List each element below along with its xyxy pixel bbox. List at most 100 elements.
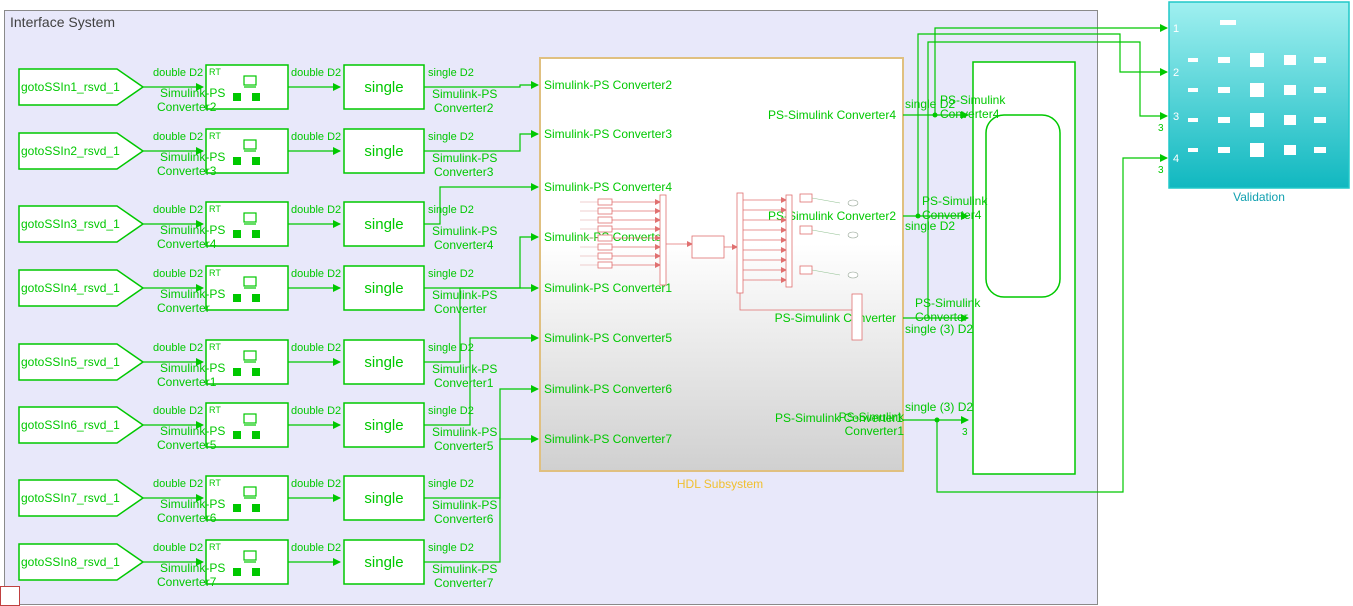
signal-name-label: PS-Simulink [940,93,1006,107]
signal-type-label: single D2 [428,405,474,417]
signal-name-label: Converter [915,310,968,324]
converter-label: Converter6 [157,511,217,525]
signal-line[interactable] [927,41,1168,318]
validation-port-label: 2 [1173,67,1179,79]
spc-label: Simulink-PS [432,151,497,165]
converter-label: Simulink-PS [160,561,225,575]
spc-label: Simulink-PS [432,498,497,512]
signal-line[interactable] [424,334,539,426]
port-icon [233,368,241,376]
converter-label: Converter3 [157,164,217,178]
converter-label: Simulink-PS [160,287,225,301]
signal-line[interactable] [424,435,539,563]
goto-block[interactable] [18,543,145,581]
hdl-out-port-label: PS-Simulink Converter [775,311,896,325]
signal-type-label: double D2 [291,268,341,280]
single-label: single [364,216,403,233]
rate-transition-icon [243,75,257,86]
signal-type-label: double D2 [291,405,341,417]
signal-type-label: double D2 [153,478,203,490]
signal-dim-label: 3 [1158,123,1164,134]
signal-type-label: single D2 [905,97,955,111]
signal-type-label: double D2 [291,204,341,216]
single-block[interactable] [343,539,425,585]
signal-line[interactable] [917,33,1168,216]
goto-block[interactable] [18,479,145,517]
port-icon [252,568,260,576]
validation-port-label: 4 [1173,153,1179,165]
signal-type-label: double D2 [153,542,203,554]
signal-type-label: double D2 [153,268,203,280]
validation-label: Validation [1233,190,1285,204]
single-label: single [364,417,403,434]
converter-label: Converter5 [157,438,217,452]
spc-label: Converter2 [434,101,494,115]
hdl-in-port-label: Simulink-PS Converter4 [544,180,672,194]
validation-port-label: 1 [1173,23,1179,35]
port-icon [233,504,241,512]
goto-block[interactable] [18,132,145,170]
rt-label: RT [209,542,221,552]
single-block[interactable] [343,64,425,110]
signal-name-label: PS-Simulink [922,194,988,208]
single-label: single [364,143,403,160]
single-block[interactable] [343,128,425,174]
signal-name-label: PS-Simulink [915,296,981,310]
converter-block[interactable] [205,64,289,110]
signal-type-label: single D2 [428,204,474,216]
goto-block[interactable] [18,406,145,444]
hdl-in-port-label: Simulink-PS Converter5 [544,331,672,345]
signal-line[interactable] [424,183,539,225]
signal-line[interactable] [424,284,539,363]
signal-type-label: single D2 [428,268,474,280]
signal-type-label: double D2 [153,342,203,354]
port-icon [233,568,241,576]
goto-block[interactable] [18,269,145,307]
single-label: single [364,354,403,371]
signal-line[interactable] [936,154,1168,493]
port-icon [233,431,241,439]
rt-label: RT [209,131,221,141]
hdl-in-port-label: Simulink-PS Converter7 [544,432,672,446]
single-block[interactable] [343,265,425,311]
signal-type-label: double D2 [291,342,341,354]
single-label: single [364,490,403,507]
goto-block[interactable] [18,205,145,243]
signal-line[interactable] [424,81,539,89]
rt-label: RT [209,67,221,77]
converter-label: Simulink-PS [160,86,225,100]
signal-line[interactable] [934,24,1168,115]
goto-block[interactable] [18,68,145,106]
spc-label: Simulink-PS [432,425,497,439]
port-icon [252,157,260,165]
hdl-inner-schematic [580,192,863,341]
single-block[interactable] [343,339,425,385]
single-block[interactable] [343,402,425,448]
goto-label: gotoSSIn8_rsvd_1 [21,555,120,569]
hdl-subsystem-label: HDL Subsystem [677,477,763,491]
signal-name-label: Converter1 [845,424,905,438]
port-icon [252,294,260,302]
signal-type-label: single D2 [428,131,474,143]
port-icon [252,368,260,376]
signal-type-label: single (3) D2 [905,322,973,336]
goto-label: gotoSSIn6_rsvd_1 [21,418,120,432]
rate-transition-icon [243,139,257,150]
signal-type-label: single D2 [428,478,474,490]
signal-type-label: single D2 [428,542,474,554]
converter-label: Simulink-PS [160,361,225,375]
signal-line[interactable] [424,130,539,152]
converter-label: Simulink-PS [160,497,225,511]
goto-label: gotoSSIn4_rsvd_1 [21,281,120,295]
single-label: single [364,79,403,96]
validation-port-label: 3 [1173,111,1179,123]
port-icon [233,93,241,101]
spc-label: Simulink-PS [432,562,497,576]
goto-block[interactable] [18,343,145,381]
converter-label: Converter2 [157,100,217,114]
port-icon [252,230,260,238]
